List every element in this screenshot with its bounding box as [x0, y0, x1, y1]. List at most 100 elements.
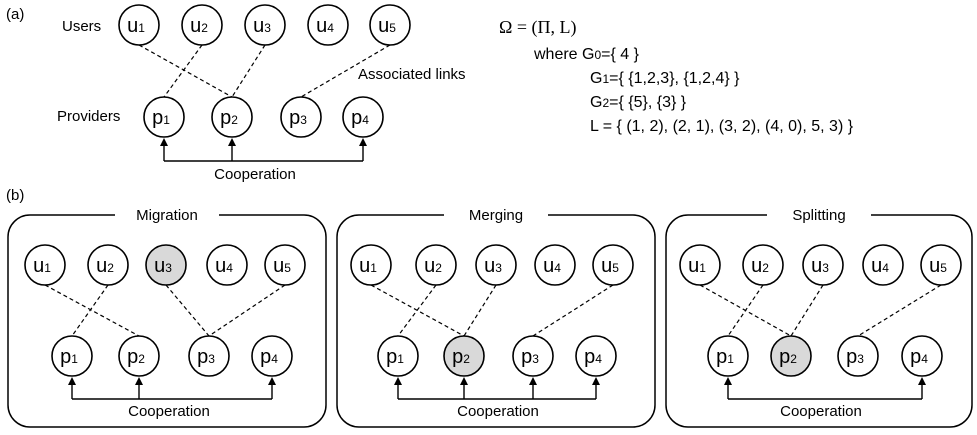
- user-circle: [244, 4, 286, 46]
- user-node-5: u5: [264, 244, 306, 286]
- user-circle: [679, 244, 721, 286]
- user-circle: [350, 244, 392, 286]
- user-label: u4: [215, 255, 233, 277]
- provider-label: p4: [910, 346, 928, 368]
- associated-link-4: [300, 44, 391, 98]
- provider-node-4: p4: [342, 96, 384, 138]
- g2-set: ={ {5}, {3} }: [609, 94, 687, 111]
- provider-letter: p: [584, 346, 595, 368]
- provider-circle: [251, 335, 293, 377]
- provider-letter: p: [197, 346, 208, 368]
- user-letter: u: [33, 255, 44, 277]
- user-node-3: u3: [802, 244, 844, 286]
- provider-subscript: 1: [397, 352, 404, 366]
- panel-cooperation-label: Cooperation: [780, 403, 862, 420]
- user-subscript: 4: [554, 261, 561, 275]
- formula-g0: where G0={ 4 }: [533, 46, 640, 63]
- user-node-1: u1: [118, 4, 160, 46]
- associated-link-3: [231, 44, 266, 98]
- user-letter: u: [253, 15, 264, 37]
- associated-link-3: [790, 284, 824, 337]
- provider-node-4: p4: [575, 335, 617, 377]
- provider-label: p4: [584, 346, 602, 368]
- provider-subscript: 3: [208, 352, 215, 366]
- provider-node-3: p3: [188, 335, 230, 377]
- user-subscript: 5: [284, 261, 291, 275]
- user-circle: [206, 244, 248, 286]
- user-subscript: 2: [762, 261, 769, 275]
- g2-prefix: G: [590, 94, 602, 111]
- user-circle: [415, 244, 457, 286]
- provider-subscript: 3: [300, 113, 307, 127]
- g1-subscript: 1: [602, 72, 609, 86]
- user-node-2: u2: [742, 244, 784, 286]
- cooperation-arrowhead: [394, 377, 402, 385]
- user-subscript: 5: [389, 21, 396, 35]
- user-label: u3: [811, 255, 829, 277]
- provider-letter: p: [60, 346, 71, 368]
- provider-subscript: 1: [71, 352, 78, 366]
- provider-label: p2: [452, 346, 470, 368]
- provider-node-1: p1: [51, 335, 93, 377]
- user-letter: u: [378, 15, 389, 37]
- user-label: u4: [316, 15, 334, 37]
- provider-letter: p: [779, 346, 790, 368]
- associated-link-1: [138, 44, 233, 98]
- provider-circle: [280, 96, 322, 138]
- user-node-4: u4: [534, 244, 576, 286]
- user-subscript: 3: [165, 261, 172, 275]
- user-label: u3: [484, 255, 502, 277]
- provider-subscript: 2: [790, 352, 797, 366]
- user-circle: [369, 4, 411, 46]
- provider-node-3: p3: [280, 96, 322, 138]
- user-node-3: u3: [244, 4, 286, 46]
- user-subscript: 4: [226, 261, 233, 275]
- user-letter: u: [688, 255, 699, 277]
- provider-subscript: 2: [231, 113, 238, 127]
- panel-cooperation: [724, 377, 926, 400]
- provider-subscript: 1: [163, 113, 170, 127]
- user-letter: u: [127, 15, 138, 37]
- provider-subscript: 1: [727, 352, 734, 366]
- user-label: u3: [154, 255, 172, 277]
- user-letter: u: [929, 255, 940, 277]
- provider-label: p3: [846, 346, 864, 368]
- user-subscript: 3: [264, 21, 271, 35]
- user-subscript: 1: [370, 261, 377, 275]
- associated-link-1: [44, 284, 140, 337]
- user-label: u3: [253, 15, 271, 37]
- user-label: u1: [359, 255, 377, 277]
- user-node-2: u2: [415, 244, 457, 286]
- user-label: u2: [424, 255, 442, 277]
- user-label: u5: [929, 255, 947, 277]
- user-letter: u: [424, 255, 435, 277]
- user-subscript: 2: [107, 261, 114, 275]
- user-node-2: u2: [87, 244, 129, 286]
- user-circle: [87, 244, 129, 286]
- associated-link-3: [463, 284, 497, 337]
- provider-node-4: p4: [901, 335, 943, 377]
- user-label: u2: [190, 15, 208, 37]
- user-circle: [145, 244, 187, 286]
- associated-link-4: [208, 284, 286, 337]
- provider-circle: [143, 96, 185, 138]
- g0-set: ={ 4 }: [601, 46, 639, 63]
- user-label: u5: [378, 15, 396, 37]
- provider-subscript: 3: [532, 352, 539, 366]
- panel-title: Splitting: [792, 207, 845, 224]
- provider-circle: [51, 335, 93, 377]
- user-letter: u: [154, 255, 165, 277]
- user-node-4: u4: [862, 244, 904, 286]
- panel-links: [44, 284, 286, 337]
- associated-link-2: [397, 284, 437, 337]
- formula-g1: G1={ {1,2,3}, {1,2,4} }: [590, 70, 740, 87]
- user-label: u2: [751, 255, 769, 277]
- provider-node-3: p3: [837, 335, 879, 377]
